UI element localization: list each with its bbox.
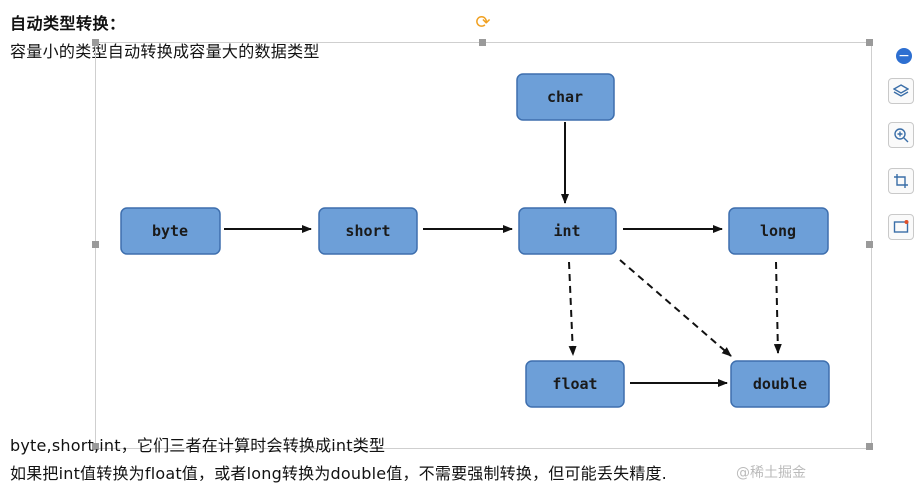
node-long-label: long bbox=[760, 222, 796, 240]
node-char: char bbox=[516, 73, 615, 121]
resize-handle-top-left[interactable] bbox=[92, 39, 99, 46]
note-line-2: 如果把int值转换为float值，或者long转换为double值，不需要强制转… bbox=[10, 464, 667, 483]
node-double-label: double bbox=[753, 375, 807, 393]
edge-long-to-double bbox=[773, 261, 782, 354]
node-short: short bbox=[318, 207, 418, 255]
node-int-label: int bbox=[553, 222, 580, 240]
node-float: float bbox=[525, 360, 625, 408]
edge-int-to-float bbox=[568, 261, 577, 356]
resize-handle-middle-right[interactable] bbox=[866, 241, 873, 248]
zoom-in-icon[interactable] bbox=[888, 122, 914, 148]
watermark: @稀土掘金 bbox=[736, 465, 806, 481]
node-double: double bbox=[730, 360, 830, 408]
rotate-handle-icon[interactable]: ⟳ bbox=[475, 12, 491, 33]
edge-int-to-double bbox=[619, 259, 732, 357]
screen-icon[interactable] bbox=[888, 214, 914, 240]
node-byte-label: byte bbox=[152, 222, 188, 240]
node-char-label: char bbox=[547, 88, 583, 106]
crop-icon[interactable] bbox=[888, 168, 914, 194]
resize-handle-bottom-right[interactable] bbox=[866, 443, 873, 450]
node-int: int bbox=[518, 207, 617, 255]
resize-handle-bottom-left[interactable] bbox=[92, 443, 99, 450]
collapse-icon[interactable]: − bbox=[896, 48, 912, 64]
page-heading: 自动类型转换： bbox=[10, 14, 126, 33]
note-line-1: byte,short,int，它们三者在计算时会转换成int类型 bbox=[10, 436, 386, 455]
node-float-label: float bbox=[552, 375, 597, 393]
resize-handle-middle-left[interactable] bbox=[92, 241, 99, 248]
node-byte: byte bbox=[120, 207, 221, 255]
page-subheading: 容量小的类型自动转换成容量大的数据类型 bbox=[10, 42, 320, 61]
diagram-edges bbox=[224, 122, 782, 387]
layers-icon[interactable] bbox=[888, 78, 914, 104]
node-short-label: short bbox=[345, 222, 390, 240]
node-long: long bbox=[728, 207, 829, 255]
resize-handle-top-middle[interactable] bbox=[479, 39, 486, 46]
resize-handle-top-right[interactable] bbox=[866, 39, 873, 46]
diagram-nodes: char byte short int long float double bbox=[120, 73, 830, 408]
